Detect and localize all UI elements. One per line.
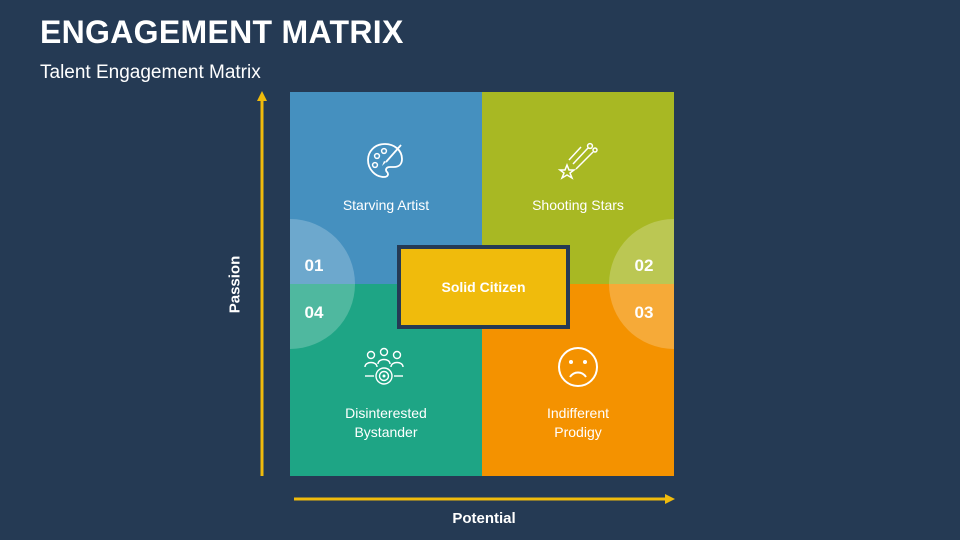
shooting-star-icon — [557, 142, 598, 180]
quadrant-number-02: 02 — [634, 256, 654, 275]
palette-icon — [367, 143, 403, 178]
y-axis-arrow — [257, 91, 267, 476]
y-axis-label: Passion — [226, 255, 244, 314]
quadrant-number-01: 01 — [304, 256, 324, 275]
quadrant-label-indifferent-prodigy: Indifferent Prodigy — [546, 405, 609, 440]
quadrant-number-03: 03 — [634, 303, 654, 322]
sad-face-icon — [558, 347, 598, 387]
target-audience-icon — [364, 347, 404, 385]
x-axis-label: Potential — [452, 510, 516, 527]
page-subtitle: Talent Engagement Matrix — [40, 62, 261, 83]
quadrant-number-04: 04 — [304, 303, 324, 322]
quadrant-label-disinterested-bystander: Disinterested Bystander — [345, 405, 427, 440]
quadrant-label-shooting-stars: Shooting Stars — [532, 197, 624, 213]
x-axis-arrow — [294, 494, 675, 504]
center-box-solid-citizen: Solid Citizen — [397, 245, 570, 329]
page-title: ENGAGEMENT MATRIX — [40, 14, 404, 50]
center-label: Solid Citizen — [441, 279, 526, 295]
quadrant-label-starving-artist: Starving Artist — [342, 197, 430, 213]
